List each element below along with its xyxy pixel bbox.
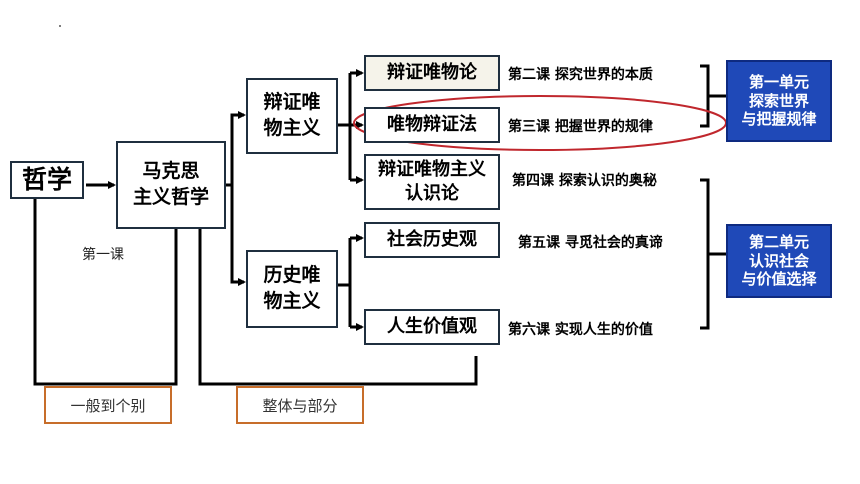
lesson-four-label: 第四课 探索认识的奥秘 xyxy=(512,173,657,189)
node-materialist-dialectics: 唯物辩证法 xyxy=(364,107,500,143)
unit-two-box: 第二单元 认识社会 与价值选择 xyxy=(726,224,832,298)
lesson-five-label: 第五课 寻觅社会的真谛 xyxy=(518,235,663,251)
lesson-two-label: 第二课 探究世界的本质 xyxy=(508,67,653,83)
connector-whole-part xyxy=(198,228,478,386)
lesson-six-label: 第六课 实现人生的价值 xyxy=(508,322,653,338)
node-historical-materialism: 历史唯 物主义 xyxy=(246,250,338,328)
node-dialectical-materialist-theory: 辩证唯物论 xyxy=(364,55,500,91)
connector-general-particular xyxy=(33,198,178,386)
brace-unit-one xyxy=(700,64,710,128)
bracket-marxist xyxy=(230,113,238,284)
whole-and-part-box: 整体与部分 xyxy=(236,386,364,424)
node-dialectical-materialism: 辩证唯 物主义 xyxy=(246,78,338,154)
node-marxist-philosophy: 马克思 主义哲学 xyxy=(116,141,226,229)
node-social-history-view: 社会历史观 xyxy=(364,222,500,258)
lesson-one-note: 第一课 xyxy=(82,247,124,263)
node-epistemology: 辩证唯物主义 认识论 xyxy=(364,154,500,210)
unit-one-box: 第一单元 探索世界 与把握规律 xyxy=(726,60,832,142)
node-philosophy: 哲学 xyxy=(10,161,84,199)
brace-unit-two xyxy=(700,178,710,330)
lesson-three-label: 第三课 把握世界的规律 xyxy=(508,119,653,135)
node-life-values-view: 人生价值观 xyxy=(364,309,500,345)
general-to-particular-box: 一般到个别 xyxy=(44,386,172,424)
